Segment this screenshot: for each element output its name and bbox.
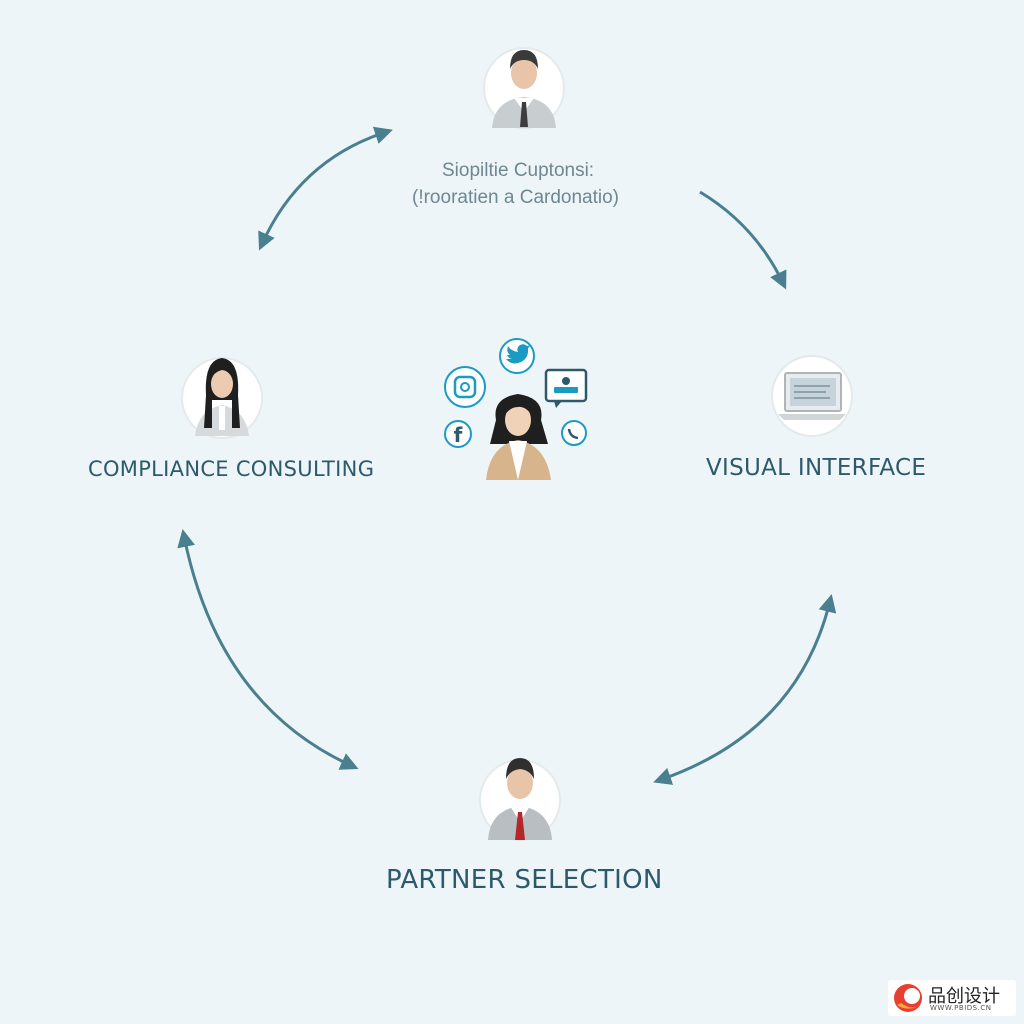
businessman-avatar-icon	[483, 47, 565, 129]
top-node-line2: (!rooratien a Cardonatio)	[412, 187, 619, 208]
woman-center-avatar-icon	[486, 394, 551, 480]
woman-avatar-icon	[181, 357, 263, 439]
facebook-glyph: f	[454, 423, 463, 447]
twitter-icon	[499, 338, 535, 374]
facebook-icon: f	[444, 420, 472, 448]
watermark-sub: WWW.PBIDS.CN	[930, 1004, 992, 1012]
arrow-top-left	[258, 126, 393, 251]
bottom-node-label: PARTNER SELECTION	[386, 865, 663, 895]
arrow-left-bottom	[177, 528, 359, 770]
laptop-icon	[771, 355, 853, 437]
businessman-red-tie-icon	[479, 758, 561, 841]
arrow-right-bottom	[653, 594, 837, 785]
watermark: 品创设计 WWW.PBIDS.CN	[888, 980, 1016, 1016]
left-node-label: COMPLIANCE CONSULTING	[88, 457, 375, 481]
whatsapp-icon	[561, 420, 587, 446]
top-node-line1: Siopiltie Cuptonsi:	[442, 160, 595, 181]
center-cluster: f	[444, 338, 588, 480]
right-node-label: VISUAL INTERFACE	[706, 455, 927, 481]
instagram-icon	[444, 366, 486, 408]
watermark-logo-icon	[894, 984, 922, 1012]
watermark-text: 品创设计	[928, 986, 1000, 1007]
arrow-top-right	[699, 190, 787, 290]
chat-screen-icon	[544, 368, 588, 408]
